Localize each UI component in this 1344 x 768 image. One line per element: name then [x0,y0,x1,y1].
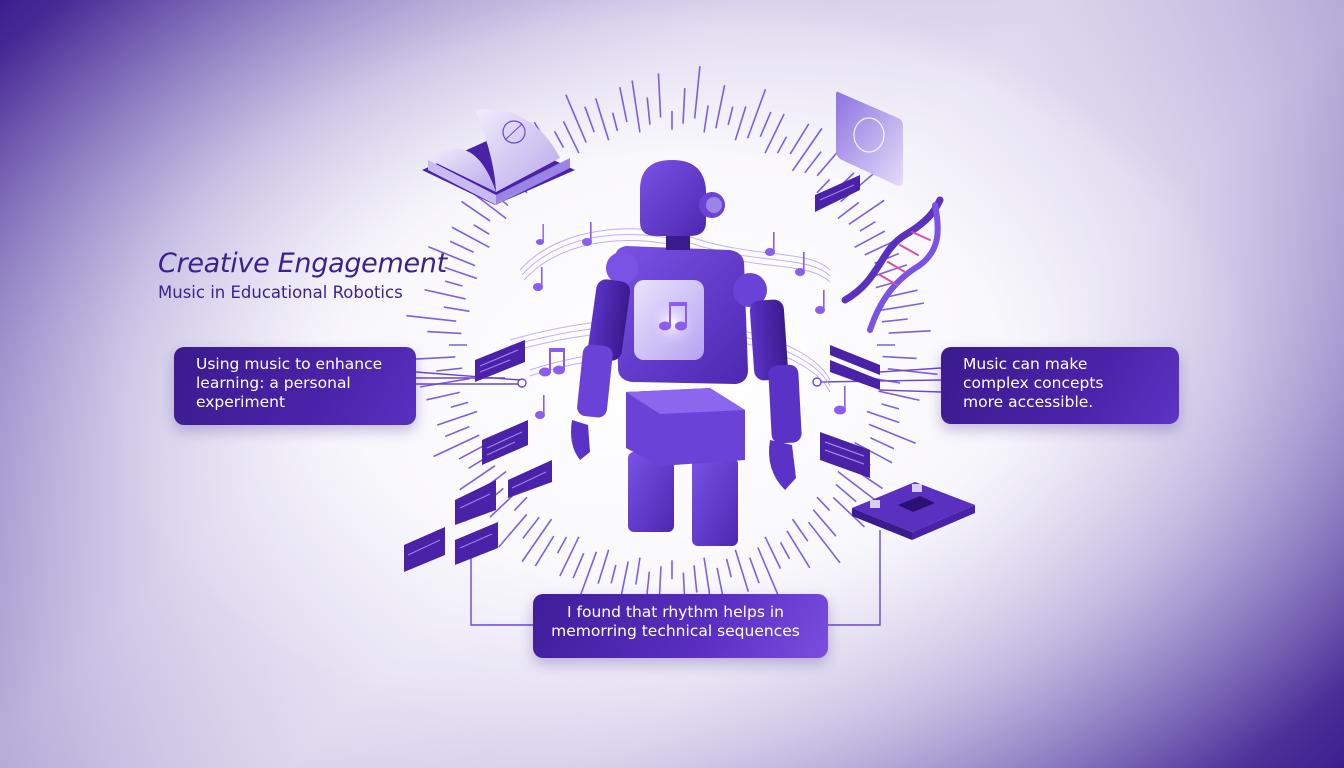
callout-line: learning: a personal [196,374,351,392]
callout-accessible-concepts: Music can make complex concepts more acc… [941,347,1179,424]
callout-line: I found that rhythm helps in [567,603,784,621]
connector-lines [415,367,942,626]
callout-personal-experiment: Using music to enhance learning: a perso… [174,347,416,425]
title-block: Creative Engagement Music in Educational… [158,248,447,304]
music-notes-icon [533,222,846,419]
callout-line: experiment [196,393,286,411]
page-title: Creative Engagement [158,248,447,279]
callout-line: Music can make [963,355,1088,373]
callout-line: complex concepts [963,374,1104,392]
open-book-icon [422,108,575,205]
text-card-icon [404,175,880,572]
dna-helix-icon [841,196,944,333]
microchip-icon [852,482,975,540]
callout-line: more accessible. [963,393,1094,411]
page-subtitle: Music in Educational Robotics [158,283,403,302]
callout-rhythm-memorization: I found that rhythm helps in memorring t… [533,594,828,658]
callout-line: Using music to enhance [196,355,383,373]
robot-figure [571,160,802,546]
callout-line: memorring technical sequences [551,622,800,640]
brain-card-icon [836,91,903,186]
